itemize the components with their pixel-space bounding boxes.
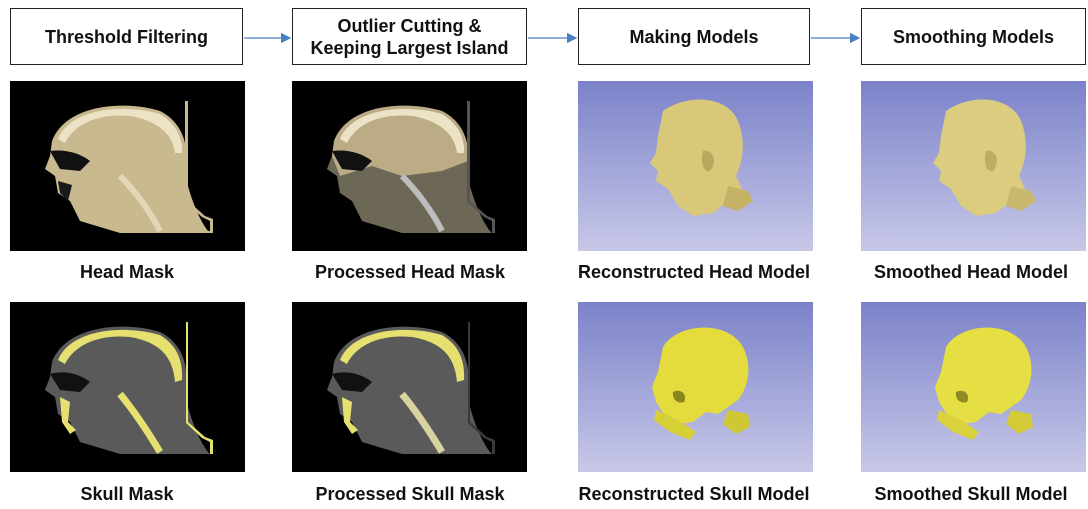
processed-head-mask-label: Processed Head Mask (275, 262, 545, 283)
processed-head-mask-image (292, 81, 527, 251)
skull-mask-image (10, 302, 245, 472)
reconstructed-skull-model-label: Reconstructed Skull Model (559, 484, 829, 505)
smoothed-head-model-label: Smoothed Head Model (836, 262, 1088, 283)
smoothed-skull-model-image (861, 302, 1086, 472)
head-mask-image (10, 81, 245, 251)
head-mask-label: Head Mask (0, 262, 262, 283)
reconstructed-head-model-image (578, 81, 813, 251)
processed-skull-mask-label: Processed Skull Mask (275, 484, 545, 505)
skull-mask-label: Skull Mask (0, 484, 262, 505)
reconstructed-head-model-label: Reconstructed Head Model (559, 262, 829, 283)
smoothed-head-model-image (861, 81, 1086, 251)
reconstructed-skull-model-image (578, 302, 813, 472)
smoothed-skull-model-label: Smoothed Skull Model (836, 484, 1088, 505)
flow-arrows (0, 0, 1088, 80)
processed-skull-mask-image (292, 302, 527, 472)
